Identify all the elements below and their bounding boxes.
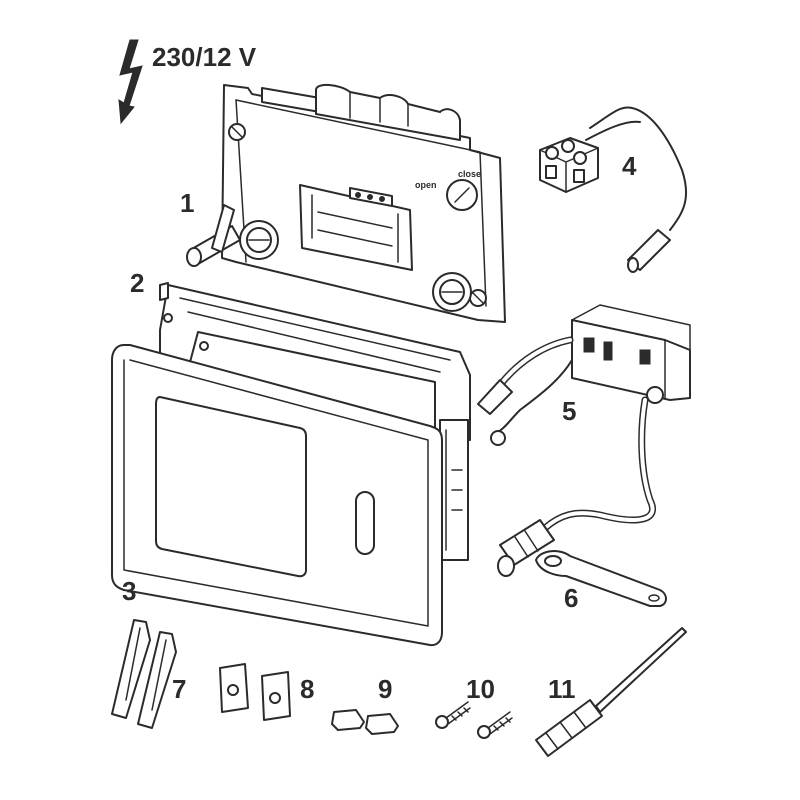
part-label-7: 7 [172,674,186,704]
part-7-clips [111,619,177,729]
part-label-9: 9 [378,674,392,704]
part-6-key-tool [535,550,667,607]
part-5-power-unit [477,304,691,577]
part-label-8: 8 [300,674,314,704]
part-11-screwdriver [535,627,687,757]
part-label-1: 1 [180,188,194,218]
part-label-10: 10 [466,674,495,704]
part-label-6: 6 [564,583,578,613]
part-8-mounting-nuts [219,663,291,721]
switch-open-label: open [415,180,437,190]
switch-close-label: close [458,169,481,179]
power-supply-indicator: 230/12 V [118,39,257,125]
voltage-label: 230/12 V [152,42,257,72]
part-9-caps [331,709,399,735]
part-3-front-cover [111,344,443,647]
part-label-11: 11 [548,674,576,704]
wall-anchor-right [432,272,472,312]
part-label-4: 4 [622,151,637,181]
sensor-window [355,491,375,555]
part-label-2: 2 [130,268,144,298]
part-label-3: 3 [122,576,136,606]
lightning-bolt-icon [118,39,143,125]
open-close-switch: open close [415,169,481,211]
part-1-mounting-plate: open close [186,84,506,323]
part-10-screws [435,701,513,739]
part-label-5: 5 [562,396,576,426]
part-4-terminal-block [539,106,687,273]
